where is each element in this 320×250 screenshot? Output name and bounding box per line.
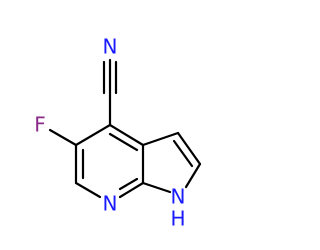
bond-c5-f [48, 128, 78, 147]
bond-c6-n7 [74, 181, 102, 199]
bond-c3-c2-inner [172, 139, 194, 168]
bond-c3a-c4 [108, 123, 145, 147]
bond-c3-c2 [176, 131, 202, 166]
bond-c3a-c4-inner [108, 132, 139, 152]
pyridine-nitrogen-label: N [103, 192, 118, 216]
bond-c4-c5 [74, 123, 112, 147]
nitrile-nitrogen-label: N [103, 35, 118, 59]
bond-n7-c7a-inner [118, 177, 139, 191]
fluorine-label: F [34, 113, 46, 137]
bond-c3a-c3 [141, 131, 180, 147]
pyrrole-nitrogen-label: N [171, 185, 186, 209]
pyrrole-hydrogen-label: H [170, 207, 185, 231]
molecule-structure: N F N N H [34, 35, 202, 231]
bond-n1-c7a [141, 181, 172, 194]
molecule-canvas: N F N N H [34, 34, 202, 231]
bond-c2-n1 [184, 162, 202, 189]
bond-n7-c7a [118, 181, 145, 199]
